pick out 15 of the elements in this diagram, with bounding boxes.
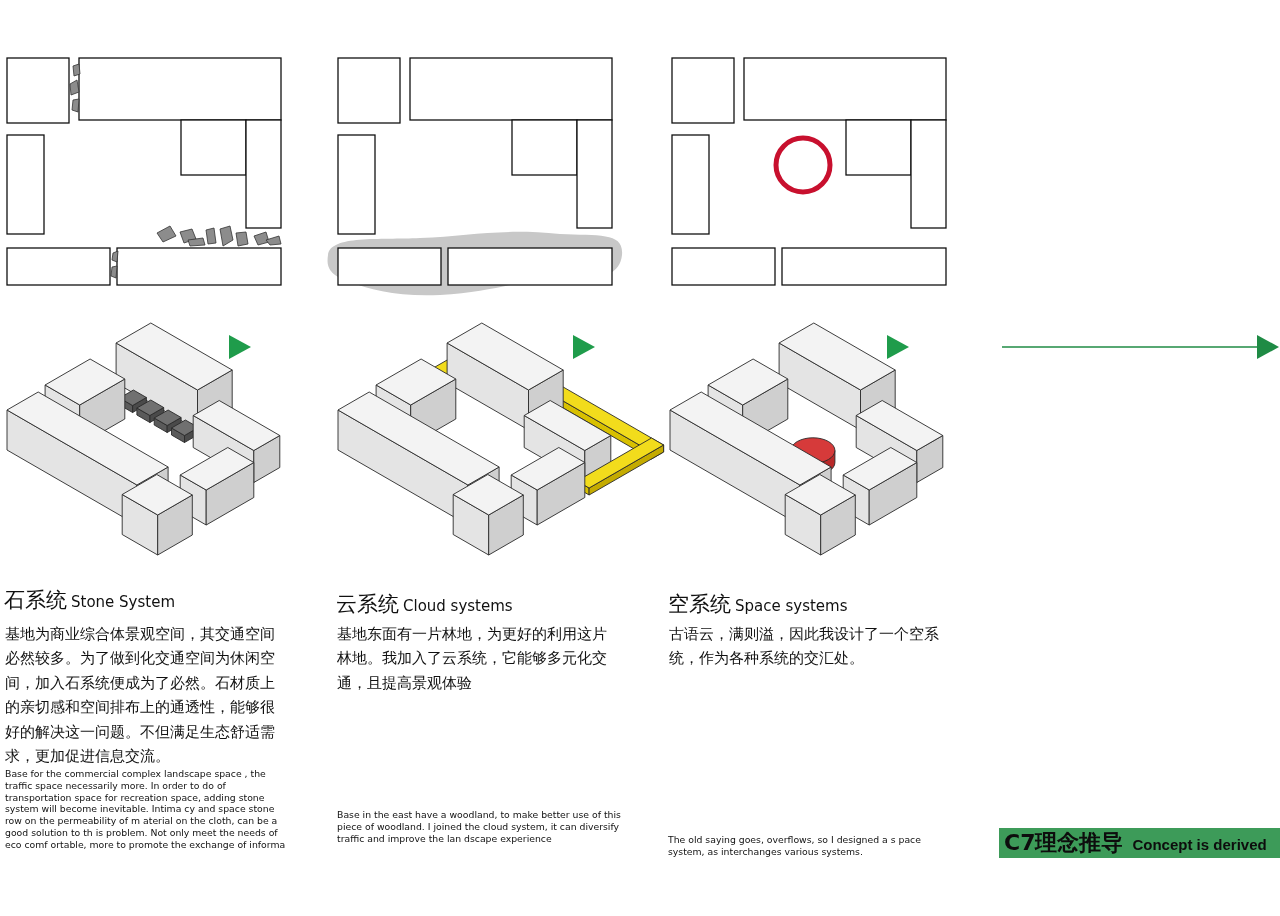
- description-text: 基地为商业综合体景观空间，其交通空间必然较多。为了做到化交通空间为休闲空间，加入石系统便成为了必然。石材质上的亲切感和空间排布上的通透性，能够很好的解决这一问题。不但满足生态舒适需求，更加促进信息交流。: [5, 624, 276, 768]
- description-text: 古语云，满则溢，因此我设计了一个空系统，作为各种系统的交汇处。: [669, 624, 940, 670]
- section-heading: 石系统: [4, 588, 67, 612]
- banner-subtitle: Concept is derived: [1132, 836, 1267, 854]
- translation-text: The old saying goes, overflows, so I designed a s pace system, as interchanges various systems.: [668, 834, 922, 858]
- title-banner: [999, 828, 1280, 858]
- section-heading: 空系统: [668, 592, 731, 616]
- description-text: 基地东面有一片林地，为更好的利用这片林地。我加入了云系统，它能够多元化交通，且提高景观体验: [337, 624, 608, 694]
- section-heading: 云系统: [336, 592, 399, 616]
- heading-translation: Stone System: [71, 593, 176, 611]
- heading-translation: Space systems: [735, 597, 848, 615]
- banner-title: C7理念推导: [1004, 830, 1124, 856]
- translation-text: Base for the commercial complex landscape space , the traffic space necessarily more. In order to do of transportation space for recreation space, adding stone system will become inevitable. Intima cy and space stone row on the permeability of m aterial on the cloth, can be a good solution to th is problem. Not only meet the needs of eco comf ortable, more to promote the exchange of informa: [5, 768, 287, 851]
- translation-text: Base in the east have a woodland, to make better use of this piece of woodland. I joined the cloud system, it can diversify traffic and improve the lan dscape experience: [337, 809, 622, 845]
- heading-translation: Cloud systems: [403, 597, 513, 615]
